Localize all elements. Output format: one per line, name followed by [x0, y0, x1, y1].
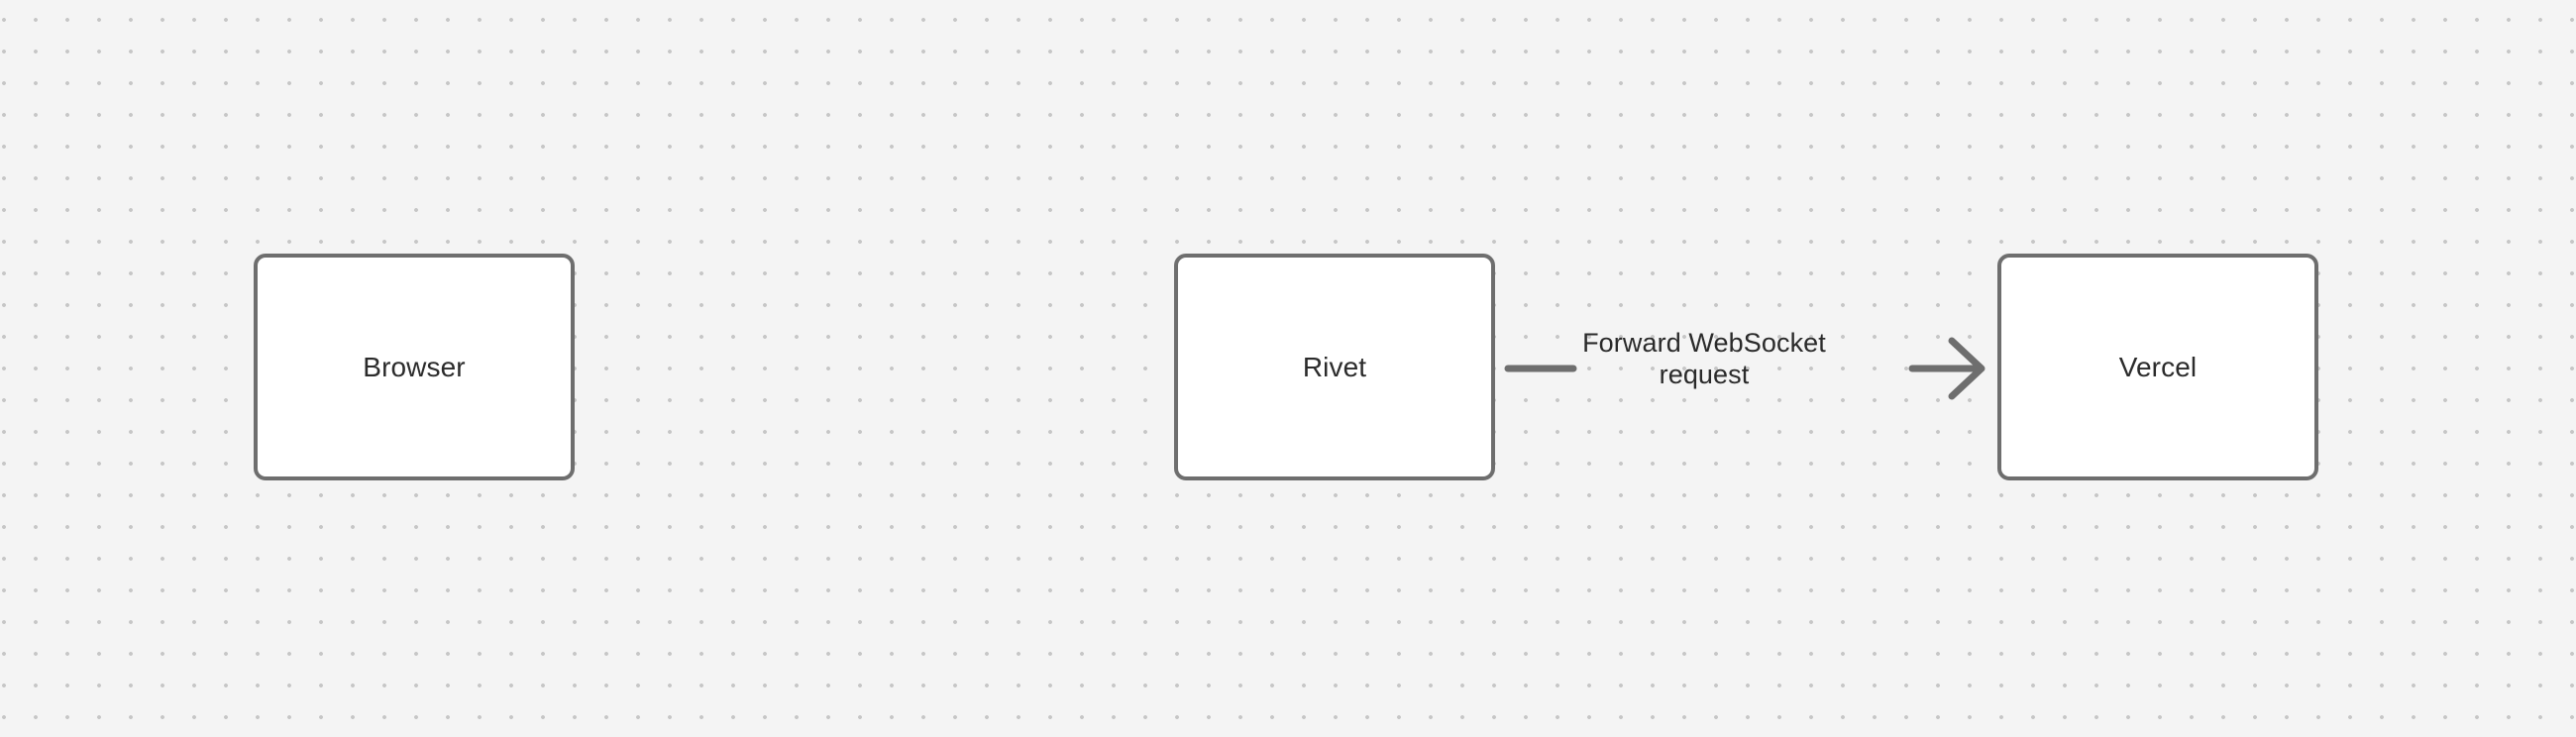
node-label-rivet: Rivet [1302, 351, 1367, 382]
edge-label-line-2: request [1659, 360, 1750, 389]
node-label-browser: Browser [363, 351, 466, 382]
node-label-vercel: Vercel [2118, 351, 2198, 382]
diagram-node-rivet[interactable]: Rivet [1174, 254, 1495, 480]
diagram-node-browser[interactable]: Browser [254, 254, 575, 480]
diagram-node-vercel[interactable]: Vercel [1997, 254, 2318, 480]
edge-arrowhead-icon [1948, 337, 1986, 400]
edge-label-rivet-to-vercel: Forward WebSocket request [1556, 327, 1853, 390]
edge-label-line-1: Forward WebSocket [1582, 328, 1826, 358]
